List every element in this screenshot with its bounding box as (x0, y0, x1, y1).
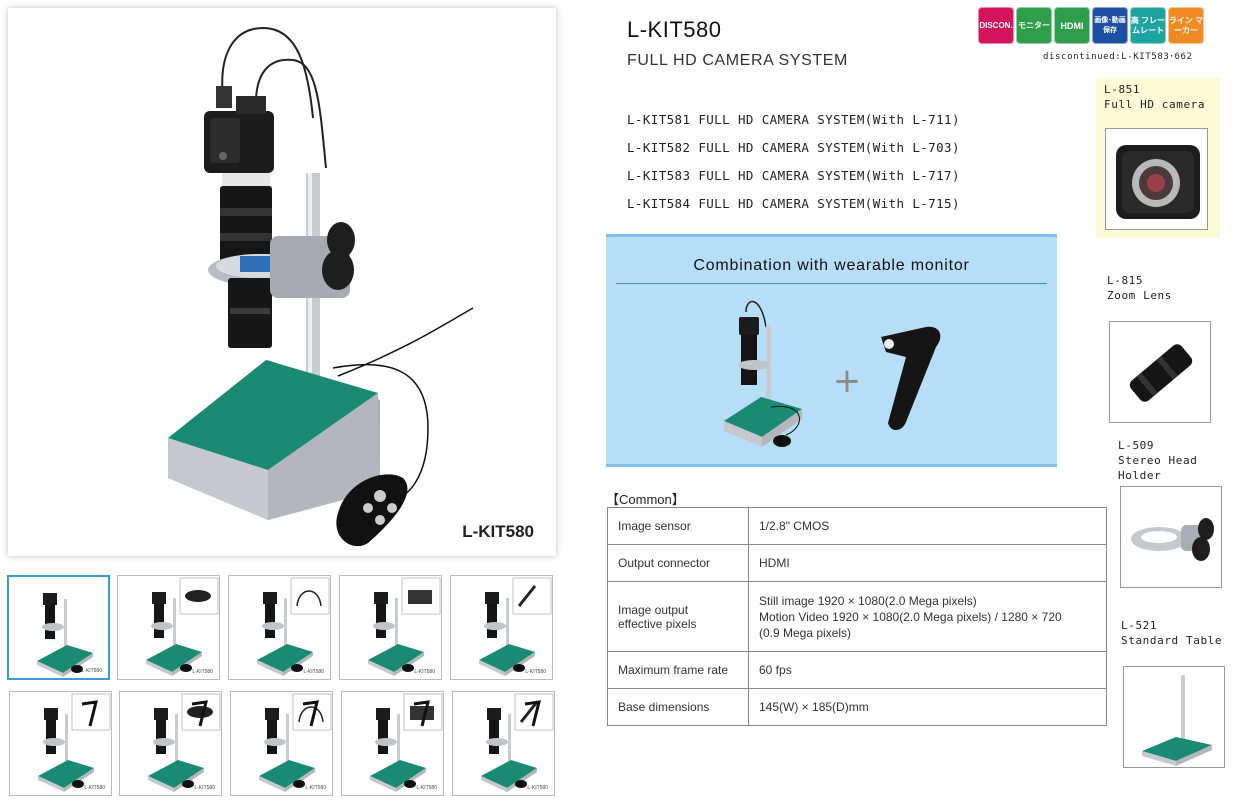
spec-key-line: effective pixels (618, 616, 697, 631)
thumbnail-caption: L-KIT580 (414, 669, 435, 675)
thumbnail-8[interactable]: L-KIT580 (230, 691, 333, 796)
thumbnail-image (479, 577, 552, 676)
part-label-stereo-holder: L-509 Stereo Head Holder (1118, 438, 1197, 483)
page-title: L-KIT580 (627, 17, 722, 42)
page-subtitle: FULL HD CAMERA SYSTEM (627, 52, 848, 69)
thumbnail-image (146, 577, 219, 676)
table-row: Output connector HDMI (607, 544, 1107, 582)
zoom-lens-part-image[interactable] (1109, 321, 1211, 423)
discontinued-note: discontinued:L-KIT583･662 (1043, 52, 1193, 62)
thumbnail-caption: L-KIT580 (81, 668, 102, 674)
model-item: L-KIT582 FULL HD CAMERA SYSTEM(With L-70… (627, 140, 960, 155)
model-item: L-KIT584 FULL HD CAMERA SYSTEM(With L-71… (627, 196, 960, 211)
spec-key: Maximum frame rate (607, 651, 749, 689)
model-list: L-KIT581 FULL HD CAMERA SYSTEM(With L-71… (627, 110, 960, 222)
thumbnail-image (148, 693, 221, 792)
thumbnail-image (368, 577, 441, 676)
part-code: L-509 (1118, 439, 1155, 452)
part-name: Full HD camera (1104, 98, 1206, 111)
spec-value: Still image 1920 × 1080(2.0 Mega pixels)… (748, 581, 1107, 652)
part-code: L-815 (1107, 274, 1144, 287)
thumbnail-7[interactable]: L-KIT580 (119, 691, 222, 796)
thumbnail-caption: L-KIT580 (194, 785, 215, 791)
part-label-standard-table: L-521 Standard Table (1121, 618, 1222, 648)
thumbnail-caption: L-KIT580 (527, 785, 548, 791)
monitor-icon: モニター (1016, 7, 1052, 44)
part-code: L-851 (1104, 83, 1141, 96)
thumbnail-caption: L-KIT580 (305, 785, 326, 791)
spec-value-line: Motion Video 1920 × 1080(2.0 Mega pixels… (759, 609, 1062, 624)
hdmi-icon: HDMI (1054, 7, 1090, 44)
spec-value: HDMI (748, 544, 1107, 582)
thumbnail-5[interactable]: L-KIT580 (450, 575, 553, 680)
thumbnail-caption: L-KIT580 (303, 669, 324, 675)
table-row: Maximum frame rate 60 fps (607, 651, 1107, 689)
thumbnail-6[interactable]: L-KIT580 (9, 691, 112, 796)
thumbnail-image (481, 693, 554, 792)
model-item: L-KIT583 FULL HD CAMERA SYSTEM(With L-71… (627, 168, 960, 183)
plus-sign: + (833, 361, 862, 401)
thumbnail-10[interactable]: L-KIT580 (452, 691, 555, 796)
camera-icon (1116, 145, 1200, 219)
wearable-title: Combination with wearable monitor (693, 257, 970, 274)
table-row: Image output effective pixels Still imag… (607, 581, 1107, 652)
thumbnail-caption: L-KIT580 (84, 785, 105, 791)
standard-table-part-image[interactable] (1123, 666, 1225, 768)
standard-table-icon (1142, 675, 1212, 766)
thumbnail-image (38, 693, 111, 792)
camera-part-image[interactable] (1105, 128, 1208, 230)
thumbnail-1[interactable]: L-KIT580 (7, 575, 110, 680)
table-row: Base dimensions 145(W) × 185(D)mm (607, 688, 1107, 726)
spec-key: Image output effective pixels (607, 581, 749, 652)
spec-key: Output connector (607, 544, 749, 582)
zoom-lens-icon (1129, 344, 1193, 402)
part-name: Zoom Lens (1107, 289, 1173, 302)
thumbnail-4[interactable]: L-KIT580 (339, 575, 442, 680)
thumbnail-caption: L-KIT580 (525, 669, 546, 675)
line-marker-icon: ライン マーカー (1168, 7, 1204, 44)
thumbnail-9[interactable]: L-KIT580 (341, 691, 444, 796)
part-label-camera: L-851 Full HD camera (1104, 82, 1205, 112)
part-name: Holder (1118, 469, 1162, 482)
stereo-holder-icon (1131, 518, 1214, 561)
thumbnail-3[interactable]: L-KIT580 (228, 575, 331, 680)
spec-value: 1/2.8" CMOS (748, 507, 1107, 545)
main-image-caption: L-KIT580 (462, 522, 534, 541)
spec-value-line: (0.9 Mega pixels) (759, 625, 852, 640)
spec-value-line: Still image 1920 × 1080(2.0 Mega pixels) (759, 593, 977, 608)
stereo-holder-part-image[interactable] (1120, 486, 1222, 588)
thumbnail-image (257, 577, 330, 676)
microscope-illustration (168, 26, 474, 547)
part-name: Stereo Head (1118, 454, 1198, 467)
table-row: Image sensor 1/2.8" CMOS (607, 507, 1107, 545)
thumbnail-image (37, 593, 93, 677)
spec-key-line: Image output (618, 602, 689, 617)
spec-section-label: 【Common】 (606, 492, 685, 507)
thumbnail-2[interactable]: L-KIT580 (117, 575, 220, 680)
part-name: Standard Table (1121, 634, 1223, 647)
thumbnail-image (370, 693, 443, 792)
discontinued-badge-icon: DISCON. (978, 7, 1014, 44)
main-product-image: L-KIT580 (8, 8, 556, 556)
feature-icons: DISCON. モニター HDMI 画像･動画保存 高 フレームレート ライン … (978, 7, 1204, 44)
spec-key: Base dimensions (607, 688, 749, 726)
high-frame-rate-icon: 高 フレームレート (1130, 7, 1166, 44)
thumbnail-image (259, 693, 332, 792)
thumbnail-caption: L-KIT580 (416, 785, 437, 791)
spec-value: 60 fps (748, 651, 1107, 689)
spec-value: 145(W) × 185(D)mm (748, 688, 1107, 726)
wearable-divider (616, 283, 1047, 284)
part-code: L-521 (1121, 619, 1158, 632)
thumbnail-caption: L-KIT580 (192, 669, 213, 675)
part-label-zoom-lens: L-815 Zoom Lens (1107, 273, 1172, 303)
model-item: L-KIT581 FULL HD CAMERA SYSTEM(With L-71… (627, 112, 960, 127)
wearable-combination-panel: Combination with wearable monitor + (606, 234, 1057, 467)
save-arrow-icon: 画像･動画保存 (1092, 7, 1128, 44)
spec-table: Image sensor 1/2.8" CMOS Output connecto… (607, 507, 1107, 726)
wearable-illustration: + (724, 300, 941, 447)
spec-key: Image sensor (607, 507, 749, 545)
